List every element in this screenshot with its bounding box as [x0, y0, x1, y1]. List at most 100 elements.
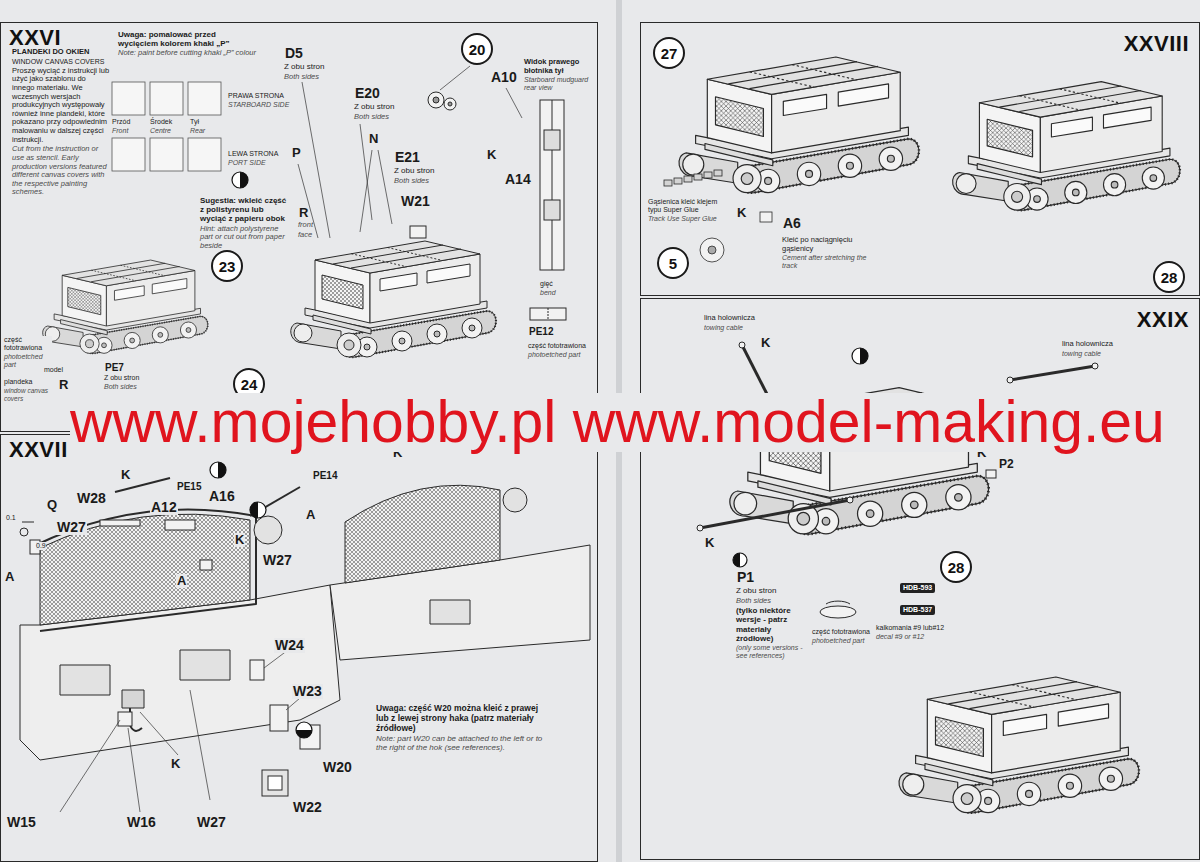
part-drawings: [270, 705, 288, 731]
part-drawings: [530, 308, 566, 320]
part-code: P1: [736, 570, 755, 585]
note-text: Tył: [190, 118, 199, 126]
hull-closeup: [20, 485, 590, 760]
step-number-text: 5: [669, 256, 677, 271]
step-heading: XXVII: [9, 439, 68, 461]
part-code: P: [291, 146, 302, 160]
part-code: K: [120, 468, 131, 482]
part-drawings: [118, 712, 132, 726]
part-code: W20: [322, 760, 353, 775]
step-number: 5: [657, 247, 689, 279]
part-code: A: [176, 574, 187, 588]
note-heading: Widok prawego błotnika tył: [524, 58, 596, 75]
english-note: decal #9 or #12: [876, 633, 924, 641]
part-drawings: [444, 98, 456, 110]
hint-icon: [733, 348, 868, 567]
towing-cable: [847, 497, 853, 503]
towing-cable: [700, 500, 850, 528]
tractor-drawing: [43, 260, 208, 353]
part-code: W27: [56, 520, 87, 535]
step-panel: XXVIII27528: [640, 22, 1200, 296]
part-drawings: [22, 522, 34, 523]
note-text: gięć: [540, 280, 553, 288]
note-heading: Uwaga: pomalować przed wycięciem kolorem…: [118, 30, 258, 48]
leader-line: [298, 164, 318, 238]
part-code: PE7: [104, 362, 125, 373]
english-note: Both sides: [284, 73, 319, 82]
note-heading: Sugestia: wkleić część z polistyrenu lub…: [200, 196, 292, 224]
part-drawings: [820, 606, 856, 618]
part-code: A: [4, 570, 15, 584]
part-code: A: [305, 508, 316, 522]
part-drawings: [694, 174, 702, 180]
note-heading: Uwaga: część W20 można kleić z prawej lu…: [376, 704, 551, 733]
part-code: PE12: [528, 326, 554, 337]
part-code: A12: [150, 500, 178, 515]
step-heading: XXVIII: [1124, 33, 1189, 55]
part-code: W22: [292, 800, 323, 815]
decal-tag: HDB-537: [900, 605, 935, 615]
note-text: Z obu stron: [394, 166, 434, 175]
towing-cable: [742, 345, 770, 400]
leader-line: [140, 712, 178, 755]
tractor-drawing: [679, 57, 919, 193]
english-note: STARBOARD SIDE: [228, 101, 289, 109]
english-note: Rear: [190, 127, 205, 135]
english-note: (only some versions - see references): [736, 644, 810, 660]
hull-closeup: [503, 488, 527, 512]
canvas-cover-templates: [112, 138, 145, 171]
tractor-drawing: [953, 82, 1180, 211]
note-text: model: [44, 366, 63, 374]
english-note: bend: [540, 289, 556, 297]
english-note: Note: paint before cutting khaki „P” col…: [118, 49, 268, 58]
part-drawings: [258, 92, 566, 404]
hull-closeup: [180, 650, 230, 680]
part-code: K: [234, 533, 245, 547]
part-drawings: [165, 520, 195, 530]
part-code: K: [760, 336, 771, 350]
step-heading: XXIX: [1137, 309, 1189, 331]
part-drawings: [684, 176, 692, 182]
part-drawings: [714, 170, 722, 176]
hint-icon: [250, 502, 266, 518]
leader-line: [60, 720, 120, 812]
part-code: K: [486, 148, 497, 162]
decal-tag: HDB-593: [900, 583, 935, 593]
step-number: 20: [461, 33, 493, 65]
note-text: Z obu stron: [284, 62, 324, 71]
part-drawings: [548, 308, 549, 320]
part-code: W23: [292, 684, 323, 699]
hint-icon: [296, 722, 312, 738]
part-code: W24: [274, 638, 305, 653]
note-text: PRAWA STRONA: [228, 92, 284, 100]
part-drawings: [410, 226, 426, 238]
note-text: Z obu stron: [736, 586, 776, 595]
step-panel: XXIX28: [640, 298, 1200, 860]
note-text: lina holownicza: [1062, 340, 1113, 349]
part-drawings: [428, 92, 444, 108]
english-note: PORT SIDE: [228, 159, 266, 167]
part-code: A16: [208, 489, 236, 504]
part-drawings: [826, 601, 850, 604]
hint-icon: [733, 553, 747, 567]
part-code: PE15: [176, 481, 202, 492]
part-drawings: [674, 178, 682, 184]
step-number-text: 28: [1161, 270, 1178, 285]
part-code: A14: [504, 172, 532, 187]
part-code: R: [298, 206, 309, 220]
note-text: Z obu stron: [104, 374, 139, 382]
canvas-cover-templates: [150, 82, 183, 115]
english-note: face: [298, 231, 312, 240]
english-note: Note: part W20 can be attached to the le…: [376, 734, 551, 752]
english-note: Hint: attach polystyrene part or cut out…: [200, 225, 292, 251]
part-drawings: [100, 520, 140, 526]
part-drawings: [664, 180, 672, 186]
hull-closeup: [254, 516, 282, 544]
tractor-drawing: [291, 241, 496, 357]
part-drawings: [544, 200, 560, 220]
leader-line: [298, 66, 522, 238]
part-drawings: [262, 770, 288, 796]
part-drawings: [268, 776, 282, 790]
hint-icon: [232, 172, 248, 188]
